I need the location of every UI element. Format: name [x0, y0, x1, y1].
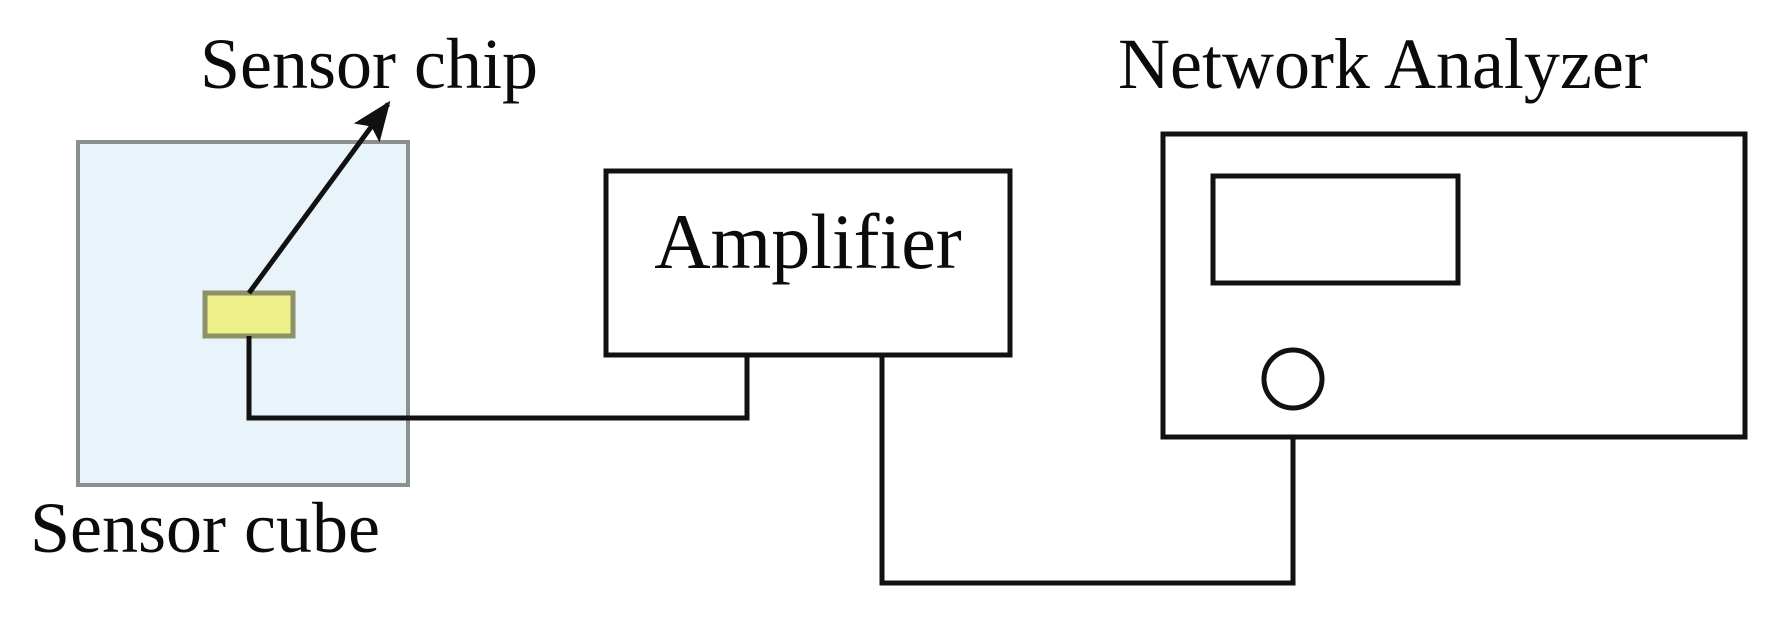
sensor-chip-box	[202, 290, 296, 339]
analyzer-port-connector-icon	[1261, 347, 1325, 411]
amplifier-label: Amplifier	[654, 198, 962, 285]
sensor-chip-label: Sensor chip	[200, 24, 538, 104]
wire-amplifier-to-analyzer	[879, 355, 1296, 586]
analyzer-display-screen	[1210, 173, 1461, 286]
sensor-chip-callout-arrow	[246, 100, 391, 295]
amplifier-box	[603, 168, 1013, 358]
wire-chip-to-amplifier	[246, 336, 750, 421]
sensor-cube-label: Sensor cube	[30, 488, 380, 568]
network-analyzer-label: Network Analyzer	[1118, 24, 1648, 104]
